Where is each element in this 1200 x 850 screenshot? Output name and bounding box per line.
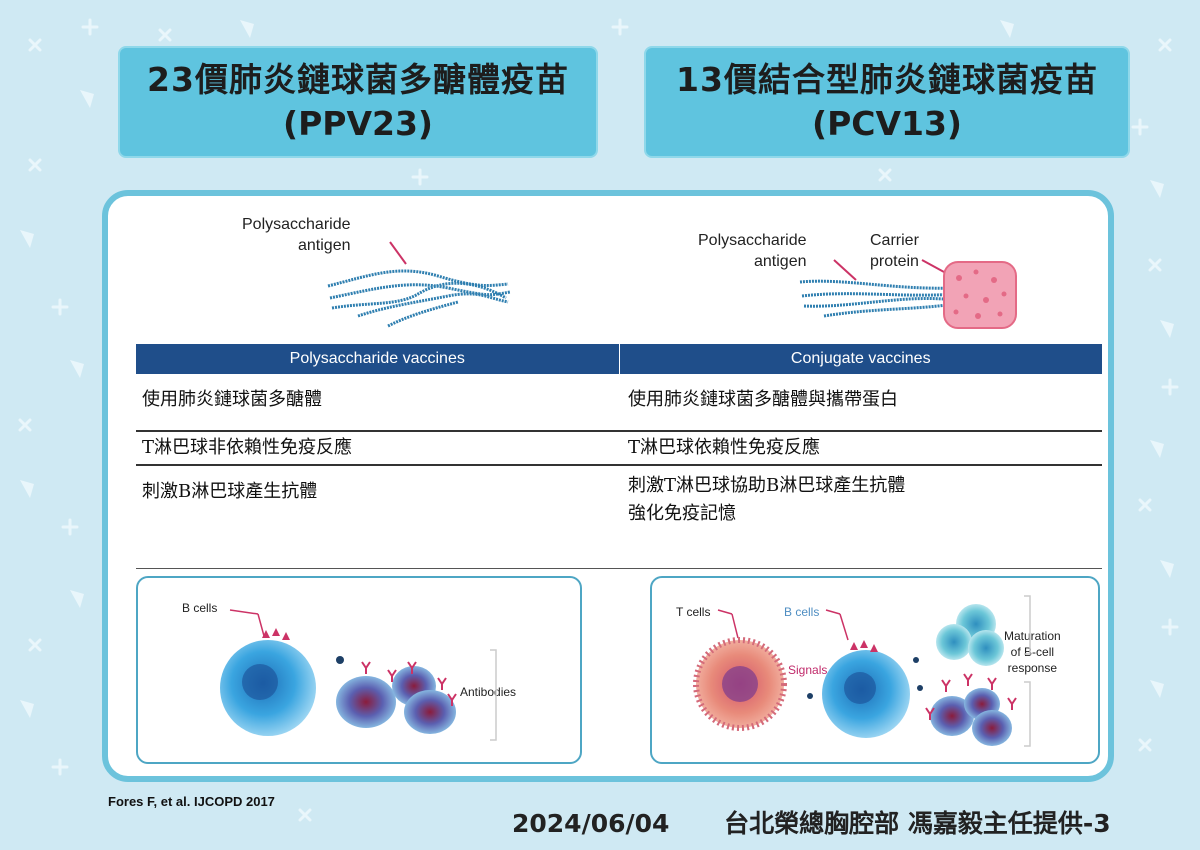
plasma-cell-3 (404, 690, 456, 734)
row2-left: T淋巴球非依賴性免疫反應 (142, 437, 353, 458)
diagram-right-label-carrier: Carrier protein (870, 232, 919, 270)
title-ppv23-abbr: (PPV23) (283, 104, 433, 143)
label-maturation: Maturation of B-cell response (1004, 629, 1061, 675)
row2-right: T淋巴球依賴性免疫反應 (628, 437, 821, 458)
title-pcv13-abbr: (PCV13) (811, 104, 963, 143)
header-polysaccharide: Polysaccharide vaccines (136, 344, 620, 374)
row3-right: 刺激T淋巴球協助B淋巴球產生抗體 (628, 475, 906, 496)
label-t-cells: T cells (676, 605, 711, 619)
label-b-cells-right: B cells (784, 605, 820, 619)
conjugate-antigen-diagram (799, 259, 1017, 329)
bio-panel-polysaccharide: B cells Antibodies (136, 576, 582, 764)
label-b-cells-left: B cells (182, 601, 218, 615)
table-header: Polysaccharide vaccines Conjugate vaccin… (136, 344, 1102, 374)
reference-citation: Fores F, et al. IJCOPD 2017 (108, 794, 275, 809)
bio-panel-conjugate: T cells B cells Signals Maturation of B-… (650, 576, 1100, 764)
plasma-cell-1 (336, 676, 396, 728)
memory-cell-3 (968, 630, 1004, 666)
footer-date: 2024/06/04 (512, 809, 670, 838)
polysaccharide-antigen-diagram (327, 241, 511, 328)
diagram-right-label-antigen: Polysaccharide antigen (698, 232, 807, 270)
row-divider-2 (136, 464, 1102, 466)
row3-right-line2: 強化免疫記憶 (628, 503, 736, 524)
title-box-pcv13: 13價結合型肺炎鏈球菌疫苗 (PCV13) (644, 46, 1130, 158)
row-divider-1 (136, 430, 1102, 432)
title-ppv23-name: 23價肺炎鏈球菌多醣體疫苗 (147, 60, 569, 99)
carrier-protein (943, 261, 1017, 329)
footer-credit: 2024/06/04 台北榮總胸腔部 馮嘉毅主任提供-3 (512, 804, 1111, 840)
header-conjugate: Conjugate vaccines (790, 350, 931, 367)
title-box-ppv23: 23價肺炎鏈球菌多醣體疫苗 (PPV23) (118, 46, 598, 158)
row-divider-3 (136, 568, 1102, 569)
footer-source: 台北榮總胸腔部 馮嘉毅主任提供-3 (724, 809, 1111, 838)
title-pcv13-name: 13價結合型肺炎鏈球菌疫苗 (676, 60, 1098, 99)
plasma-cell-c (972, 710, 1012, 746)
diagram-left-label: Polysaccharide antigen (242, 216, 351, 254)
row3-left: 刺激B淋巴球產生抗體 (142, 481, 318, 502)
plasma-cell-a (930, 696, 974, 736)
comparison-card: Polysaccharide antigen Polysaccharide an… (102, 190, 1114, 782)
label-antibodies: Antibodies (460, 685, 517, 699)
t-cell-b-cell-illustration (693, 595, 1031, 747)
b-cell-antibody-illustration (220, 609, 497, 741)
row1-right: 使用肺炎鏈球菌多醣體與攜帶蛋白 (628, 389, 898, 410)
label-signals: Signals (788, 663, 828, 677)
memory-cell-2 (936, 624, 972, 660)
row1-left: 使用肺炎鏈球菌多醣體 (142, 389, 322, 410)
